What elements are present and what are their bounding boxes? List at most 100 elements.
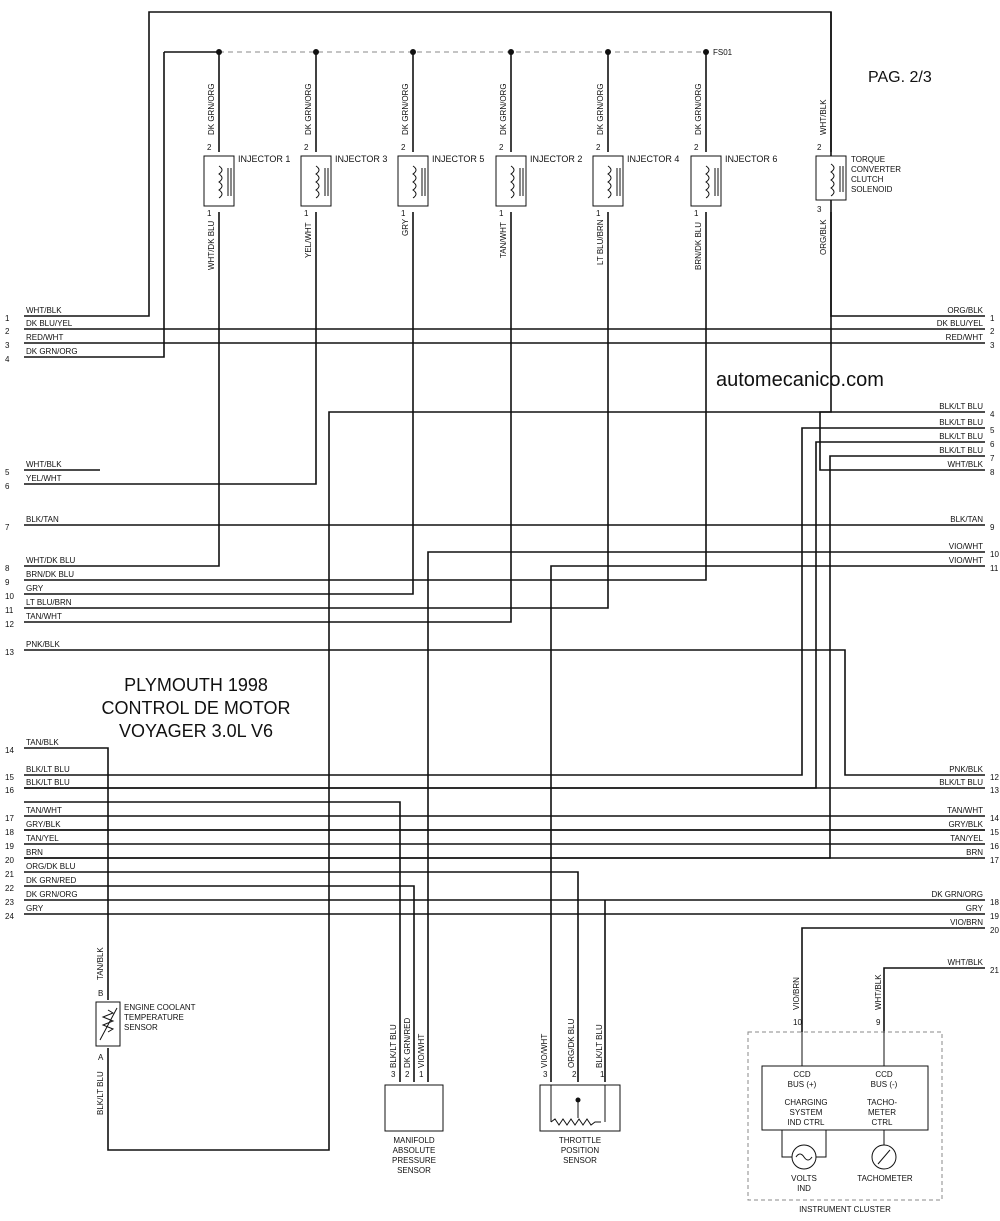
tps-pin-2: 2 — [572, 1070, 577, 1079]
injector-6-top-wire: DK GRN/ORG — [694, 83, 703, 135]
left-pin-number: 15 — [5, 773, 14, 782]
injector-2-top-wire: DK GRN/ORG — [499, 83, 508, 135]
left-pin-wire-label: GRY — [26, 904, 44, 913]
left-pin-wire-label: LT BLU/BRN — [26, 598, 72, 607]
right-pin-number: 1 — [990, 314, 995, 323]
injector-5-pin-top: 2 — [401, 143, 406, 152]
left-pin-wire-label: TAN/WHT — [26, 612, 62, 621]
left-pin-wire-label: DK GRN/RED — [26, 876, 76, 885]
injector-4-pin-top: 2 — [596, 143, 601, 152]
left-pin-number: 21 — [5, 870, 14, 879]
right-pin-wire-label: GRY — [966, 904, 984, 913]
injector-3-label: INJECTOR 3 — [335, 154, 387, 164]
wire-orgblk — [830, 212, 985, 317]
left-pin-number: 5 — [5, 468, 10, 477]
injector-2-label: INJECTOR 2 — [530, 154, 582, 164]
injector-6-pin-top: 2 — [694, 143, 699, 152]
title-line-2: CONTROL DE MOTOR — [101, 698, 290, 718]
right-pin-number: 21 — [990, 966, 999, 975]
left-pin-wire-label: TAN/BLK — [26, 738, 59, 747]
right-pin-number: 8 — [990, 468, 995, 477]
left-pin-number: 7 — [5, 523, 10, 532]
left-pin-number: 20 — [5, 856, 14, 865]
tps-wire-3: VIO/WHT — [540, 1034, 549, 1068]
right-pin-number: 20 — [990, 926, 999, 935]
injector-4-top-wire: DK GRN/ORG — [596, 83, 605, 135]
left-pin-number: 16 — [5, 786, 14, 795]
left-pin-wire-label: GRY/BLK — [26, 820, 61, 829]
tcc-pin-top: 2 — [817, 143, 822, 152]
right-pin-number: 6 — [990, 440, 995, 449]
right-pin-number: 14 — [990, 814, 999, 823]
right-pin-wire-label: VIO/WHT — [949, 542, 983, 551]
right-pin-number: 5 — [990, 426, 995, 435]
left-pin-number: 10 — [5, 592, 14, 601]
map-label-1: MANIFOLD — [393, 1136, 435, 1145]
injector-2-bottom-wire: TAN/WHT — [499, 222, 508, 258]
left-pin-wire-label: BRN/DK BLU — [26, 570, 74, 579]
middle-wires — [24, 411, 985, 1151]
injector-3-pin-bottom: 1 — [304, 209, 309, 218]
tps-label-2: POSITION — [561, 1146, 599, 1155]
tcc-solenoid: TORQUE CONVERTER CLUTCH SOLENOID 2 3 WHT… — [815, 12, 901, 255]
left-pin-wire-label: BLK/LT BLU — [26, 765, 70, 774]
right-pin-number: 16 — [990, 842, 999, 851]
wire-dkgrnorg-splice — [24, 52, 165, 358]
right-pin-number: 9 — [990, 523, 995, 532]
injector-3: INJECTOR 3 2 1 DK GRN/ORG YEL/WHT — [300, 83, 387, 258]
map-wire-3: BLK/LT BLU — [389, 1024, 398, 1068]
injector-5-pin-bottom: 1 — [401, 209, 406, 218]
left-pin-number: 9 — [5, 578, 10, 587]
right-pin-number: 17 — [990, 856, 999, 865]
ect-label-3: SENSOR — [124, 1023, 158, 1032]
right-pin-wire-label: BLK/LT BLU — [939, 446, 983, 455]
ect-bottom-wire: BLK/LT BLU — [96, 1071, 105, 1115]
left-pin-number: 22 — [5, 884, 14, 893]
right-pin-wire-label: GRY/BLK — [948, 820, 983, 829]
left-pin-wire-label: TAN/WHT — [26, 806, 62, 815]
right-pin-number: 10 — [990, 550, 999, 559]
map-label-3: PRESSURE — [392, 1156, 436, 1165]
right-pin-number: 7 — [990, 454, 995, 463]
cluster-wire-right: WHT/BLK — [874, 974, 883, 1010]
left-pin-wire-label: TAN/YEL — [26, 834, 59, 843]
injector-6-pin-bottom: 1 — [694, 209, 699, 218]
tcc-label-1: TORQUE — [851, 155, 885, 164]
left-pin-number: 8 — [5, 564, 10, 573]
tcc-label-4: SOLENOID — [851, 185, 893, 194]
tcc-label-3: CLUTCH — [851, 175, 884, 184]
cluster-wire-left: VIO/BRN — [792, 977, 801, 1010]
injector-6-label: INJECTOR 6 — [725, 154, 777, 164]
right-pin-wire-label: BLK/LT BLU — [939, 778, 983, 787]
injector-1-pin-bottom: 1 — [207, 209, 212, 218]
cluster-label: INSTRUMENT CLUSTER — [799, 1205, 891, 1214]
injector-4-pin-bottom: 1 — [596, 209, 601, 218]
right-pin-wire-label: ORG/BLK — [947, 306, 983, 315]
right-pin-wire-label: BLK/LT BLU — [939, 402, 983, 411]
right-pin-wire-label: VIO/BRN — [950, 918, 983, 927]
left-pin-number: 2 — [5, 327, 10, 336]
right-pin-number: 18 — [990, 898, 999, 907]
charging-2: SYSTEM — [790, 1108, 823, 1117]
injector-5: INJECTOR 5 2 1 DK GRN/ORG GRY — [397, 83, 484, 236]
volts-2: IND — [797, 1184, 811, 1193]
injector-4: INJECTOR 4 2 1 DK GRN/ORG LT BLU/BRN — [592, 83, 679, 265]
tps-label-3: SENSOR — [563, 1156, 597, 1165]
map-label-4: SENSOR — [397, 1166, 431, 1175]
left-pin-wire-label: DK GRN/ORG — [26, 347, 78, 356]
tacho-ctrl-3: CTRL — [872, 1118, 893, 1127]
ect-label-1: ENGINE COOLANT — [124, 1003, 196, 1012]
left-pin-number: 12 — [5, 620, 14, 629]
ccd-plus-2: BUS (+) — [788, 1080, 817, 1089]
left-pin-wire-label: BLK/LT BLU — [26, 778, 70, 787]
injector-4-bottom-wire: LT BLU/BRN — [596, 219, 605, 265]
title-line-1: PLYMOUTH 1998 — [124, 675, 268, 695]
injector-5-label: INJECTOR 5 — [432, 154, 484, 164]
tachometer-gauge-icon — [871, 1144, 897, 1170]
splice-bus: FS01 — [164, 48, 733, 57]
ect-top-wire: TAN/BLK — [96, 947, 105, 980]
right-pin-wire-label: BLK/TAN — [950, 515, 983, 524]
right-pin-wire-label: RED/WHT — [946, 333, 983, 342]
